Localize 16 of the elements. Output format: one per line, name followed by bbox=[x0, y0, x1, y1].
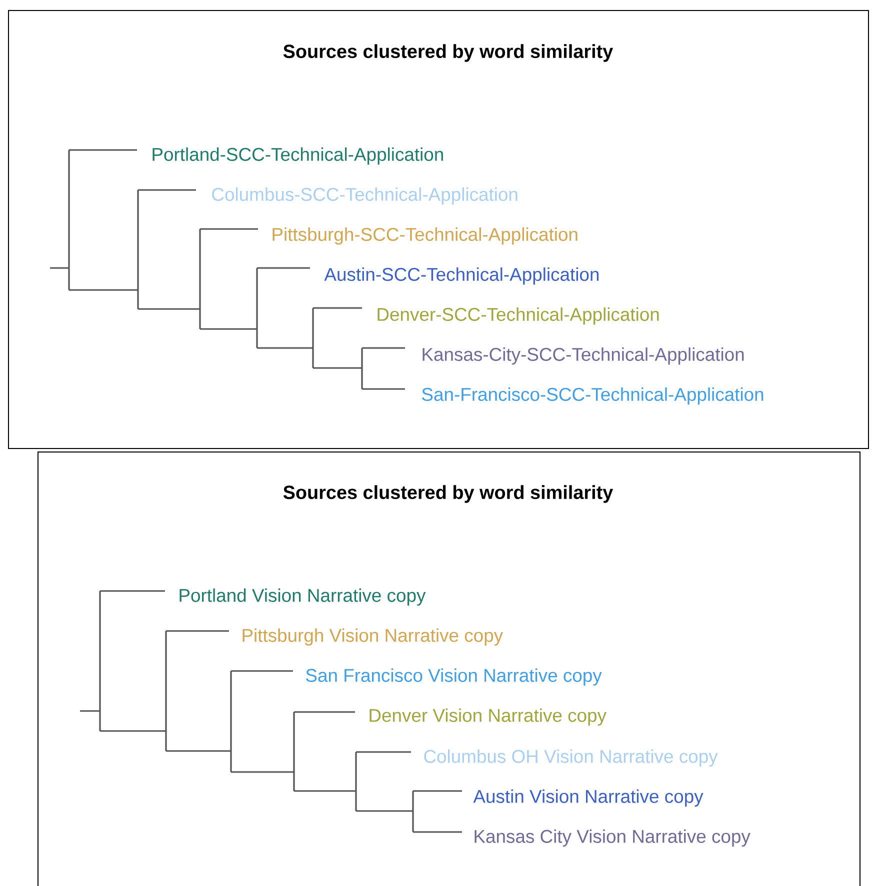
leaf-label: Kansas-City-SCC-Technical-Application bbox=[422, 347, 744, 365]
leaf-label: San-Francisco-SCC-Technical-Application bbox=[422, 387, 764, 405]
leaf-label: Columbus-SCC-Technical-Application bbox=[212, 187, 518, 205]
leaf-label: Kansas City Vision Narrative copy bbox=[474, 829, 750, 847]
leaf-label: Portland Vision Narrative copy bbox=[180, 588, 426, 606]
leaf-label: Austin-SCC-Technical-Application bbox=[324, 267, 599, 285]
leaf-label: Columbus OH Vision Narrative copy bbox=[424, 749, 718, 767]
leaf-label: Austin Vision Narrative copy bbox=[473, 789, 704, 807]
leaf-label: San Francisco Vision Narrative copy bbox=[306, 668, 602, 686]
chart-title: Sources clustered by word similarity bbox=[283, 485, 614, 503]
leaf-label: Pittsburgh-SCC-Technical-Application bbox=[272, 227, 578, 245]
leaf-label: Denver Vision Narrative copy bbox=[370, 708, 606, 726]
leaf-label: Denver-SCC-Technical-Application bbox=[378, 307, 659, 325]
chart-title: Sources clustered by word similarity bbox=[283, 44, 614, 62]
leaf-label: Pittsburgh Vision Narrative copy bbox=[242, 628, 504, 646]
leaf-label: Portland-SCC-Technical-Application bbox=[152, 147, 443, 165]
